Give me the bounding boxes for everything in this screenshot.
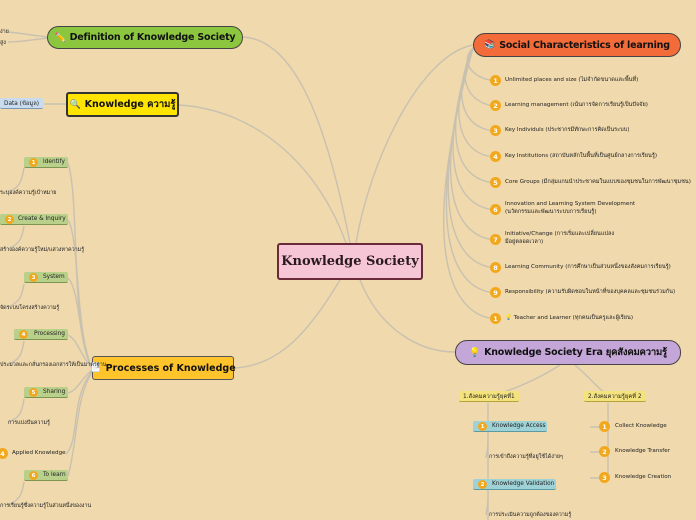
social-item[interactable]: Key Individuls (ประชากรมีทักษะการคิดเป็น…: [505, 127, 630, 133]
social-item-line: Innovation and Learning System Developme…: [505, 201, 636, 207]
era-group-2-item[interactable]: Knowledge Creation: [615, 474, 672, 480]
topic-definition[interactable]: ✏️ Definition of Knowledge Society: [47, 26, 243, 49]
process-step-description: การเรียนรู้ซึ่งความรู้ในส่วนหนึ่งของงาน: [0, 503, 92, 509]
item-number-badge: 2: [490, 100, 501, 111]
era-group-1[interactable]: 1.สังคมความรู้ยุคที่1: [459, 391, 519, 402]
social-item-line: (นวัตกรรมและพัฒนาระบบการเรียนรู้): [505, 208, 597, 215]
era-group-2-item[interactable]: Collect Knowledge: [615, 423, 667, 429]
era-item-label: Knowledge Validation: [492, 481, 555, 487]
topic-processes-of-knowledge[interactable]: 📄 Processes of Knowledge: [90, 356, 236, 380]
process-step-description: ประมวลและกลั่นกรองเอกสารให้เป็นมาตรฐาน: [0, 362, 107, 368]
item-number-badge: 2: [599, 446, 610, 457]
item-number-badge: 1: [490, 313, 501, 324]
book-icon: 📚: [484, 40, 496, 50]
item-number-badge: 7: [490, 234, 501, 245]
item-number-badge: 4: [19, 330, 28, 339]
item-number-badge: 6: [490, 204, 501, 215]
item-number-badge: 2: [478, 480, 487, 489]
topic-processes-label: Processes of Knowledge: [105, 362, 236, 374]
process-step-label: Processing: [34, 331, 65, 337]
item-number-badge: 1: [29, 158, 38, 167]
topic-social-label: Social Characteristics of learning: [499, 39, 670, 51]
social-item[interactable]: Initiative/Change (การเริ่มและเปลี่ยนแปล…: [505, 231, 614, 246]
item-number-badge: 4: [490, 151, 501, 162]
bulb-icon: 💡: [469, 347, 481, 358]
era-group-2[interactable]: 2.สังคมความรู้ยุคที่ 2: [584, 391, 646, 402]
definition-fragment: ง่าย: [0, 29, 9, 35]
item-number-badge: 8: [490, 262, 501, 273]
era-group-2-item[interactable]: Knowledge Transfer: [615, 448, 671, 454]
topic-era-label: Knowledge Society Era ยุคสังคมความรู้: [484, 347, 667, 358]
social-item-line: Initiative/Change (การเริ่มและเปลี่ยนแปล…: [505, 231, 615, 237]
item-number-badge: 3: [599, 472, 610, 483]
process-step[interactable]: 6 To learn: [24, 470, 68, 481]
item-number-badge: 3: [29, 273, 38, 282]
item-number-badge: 1: [478, 422, 487, 431]
social-item[interactable]: Key Institutions (สถาบันหลักในพื้นที่เป็…: [505, 153, 658, 159]
process-step[interactable]: 3 System: [24, 272, 68, 283]
process-step-label: Sharing: [43, 389, 66, 395]
era-item-description: การประเมินความถูกต้องของความรู้: [489, 512, 572, 518]
process-step[interactable]: 5 Sharing: [24, 387, 68, 398]
pencil-icon: ✏️: [54, 32, 66, 43]
era-group-1-item[interactable]: 1 Knowledge Access: [473, 421, 547, 432]
social-item[interactable]: Unlimited places and size (ไม่จำกัดขนาดแ…: [505, 77, 639, 83]
magnifier-icon: 🔍: [69, 99, 81, 110]
social-item-label: Teacher and Learner (ทุกคนเป็นครูและผู้เ…: [513, 315, 634, 321]
process-step[interactable]: 4 Processing: [14, 329, 68, 340]
data-tag-label: Data (ข้อมูล): [4, 101, 40, 107]
era-item-description: การเข้าถึงความรู้ที่อยู่ใช้ได้ง่ายๆ: [489, 454, 563, 460]
item-number-badge: 5: [29, 388, 38, 397]
item-number-badge: 1: [490, 75, 501, 86]
social-item[interactable]: Learning management (เน้นการจัดการเรียนร…: [505, 102, 648, 108]
process-step-description: ระบุองค์ความรู้เป้าหมาย: [0, 190, 57, 196]
process-step-description: สร้างองค์ความรู้ใหม่/แสวงหาความรู้: [0, 247, 85, 253]
process-step-label: Create & Inquiry: [18, 216, 66, 222]
topic-social-characteristics[interactable]: 📚 Social Characteristics of learning: [473, 33, 681, 57]
era-group-1-label: 1.สังคมความรู้ยุคที่1: [463, 394, 515, 400]
era-group-1-item[interactable]: 2 Knowledge Validation: [473, 479, 556, 490]
topic-knowledge-society-era[interactable]: 💡 Knowledge Society Era ยุคสังคมความรู้: [455, 340, 681, 365]
bulb-icon: 💡: [505, 315, 512, 321]
topic-definition-label: Definition of Knowledge Society: [69, 32, 236, 43]
item-number-badge: 6: [29, 471, 38, 480]
process-step[interactable]: 1 Identify: [24, 157, 68, 168]
social-item[interactable]: Learning Community (การศึกษาเป็นส่วนหนึ่…: [505, 264, 671, 270]
topic-knowledge-label: Knowledge ความรู้: [84, 99, 176, 110]
applied-knowledge[interactable]: Applied Knowledge: [12, 450, 66, 456]
document-icon: 📄: [90, 363, 102, 373]
item-number-badge: 9: [490, 287, 501, 298]
item-number-badge: 5: [490, 177, 501, 188]
social-item[interactable]: Responsibility (ความรับผิดชอบในหน้าที่ขอ…: [505, 289, 676, 295]
item-number-badge: 3: [490, 125, 501, 136]
process-step-description: จัดระบบโครงสร้างความรู้: [0, 305, 60, 311]
process-step-label: Identify: [43, 159, 65, 165]
era-group-2-label: 2.สังคมความรู้ยุคที่ 2: [588, 394, 642, 400]
era-item-label: Knowledge Access: [492, 423, 546, 429]
item-number-badge: 2: [5, 215, 14, 224]
topic-knowledge[interactable]: 🔍 Knowledge ความรู้: [66, 92, 179, 117]
item-number-badge: 4: [0, 448, 8, 459]
social-item-line: มีอยู่ตลอดเวลา): [505, 238, 544, 245]
data-tag[interactable]: Data (ข้อมูล): [0, 98, 44, 109]
item-number-badge: 1: [599, 421, 610, 432]
process-step-label: To learn: [43, 472, 66, 478]
social-item[interactable]: 💡 Teacher and Learner (ทุกคนเป็นครูและผู…: [505, 315, 633, 323]
social-item[interactable]: Core Groups (มีกลุ่มแกนนำประชาคมในแบบของ…: [505, 179, 691, 185]
process-step-description: การแบ่งปันความรู้: [8, 420, 50, 426]
definition-fragment: สูง: [0, 40, 6, 46]
process-step-label: System: [43, 274, 65, 280]
social-item[interactable]: Innovation and Learning System Developme…: [505, 201, 635, 216]
process-step[interactable]: 2 Create & Inquiry: [0, 214, 68, 225]
central-topic[interactable]: Knowledge Society: [277, 243, 423, 280]
